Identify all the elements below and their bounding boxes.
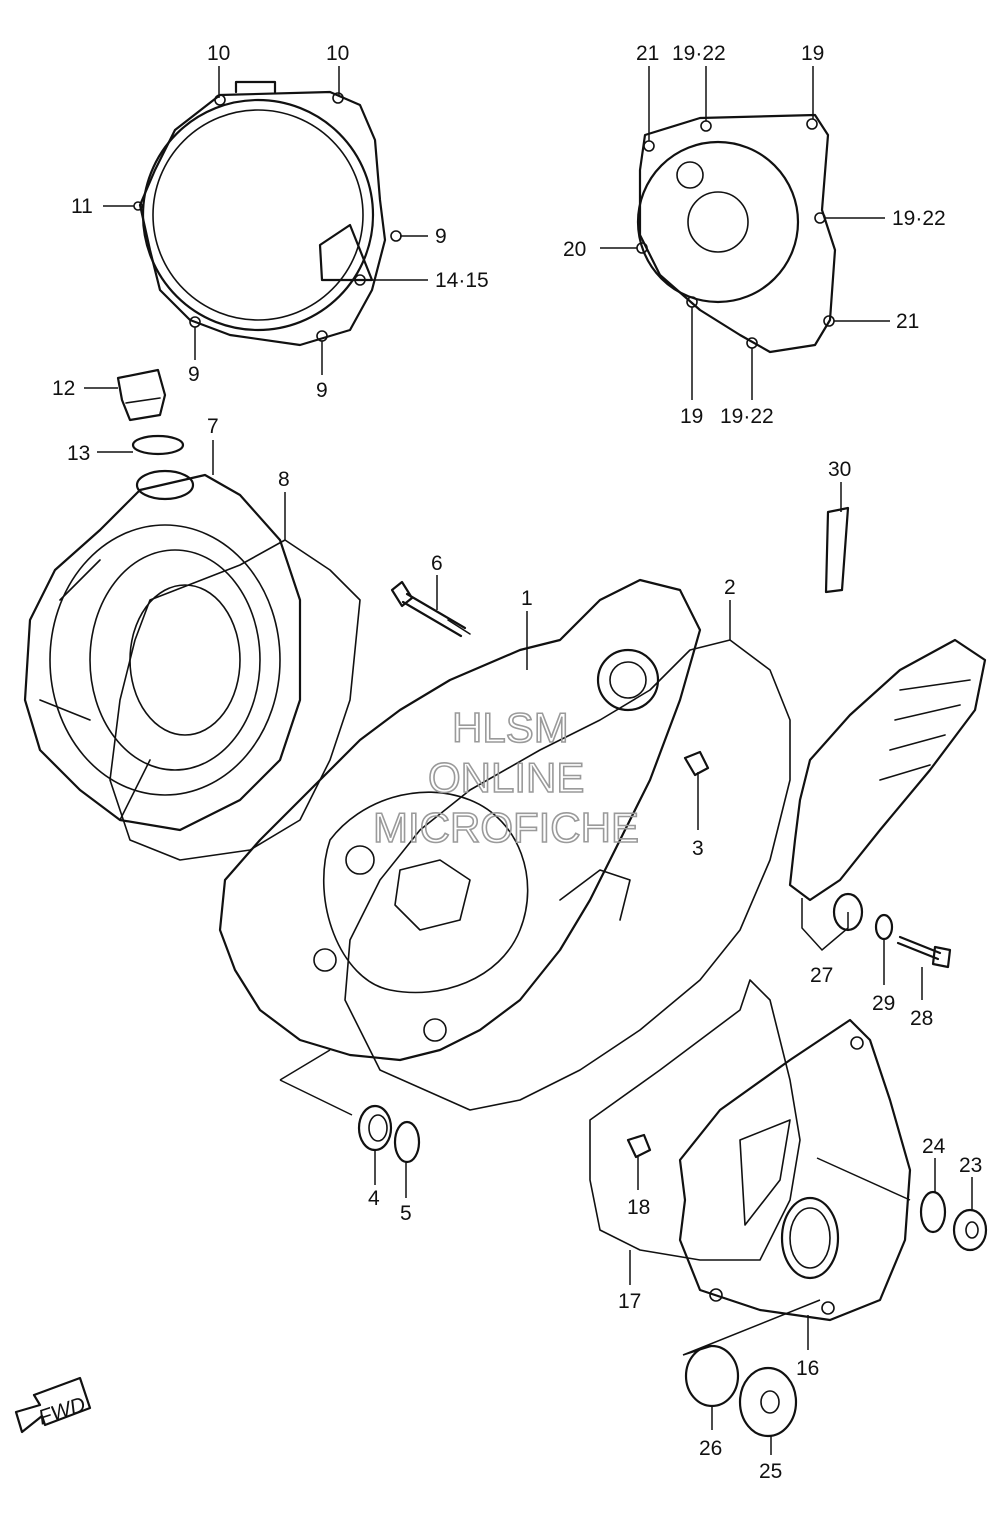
callout-19-22-bottom: 19·22 [720,405,774,428]
callout-20: 20 [563,238,586,261]
callout-14-15: 14·15 [435,269,489,292]
dowel-pin-18 [626,1133,652,1159]
callout-18: 18 [627,1196,650,1219]
callout-19-22-right: 19·22 [892,207,946,230]
callout-8: 8 [278,468,290,491]
callout-27: 27 [810,964,833,987]
callout-9-right: 9 [435,225,447,248]
sprocket-cover [788,638,987,902]
callout-1: 1 [521,587,533,610]
o-ring-26 [684,1344,740,1408]
callout-4: 4 [368,1187,380,1210]
callout-23: 23 [959,1154,982,1177]
callout-12: 12 [52,377,75,400]
leader-lines [84,66,973,1455]
crankcase [218,578,702,1062]
callout-3: 3 [692,837,704,860]
callout-10-right: 10 [326,42,349,65]
fwd-arrow [14,1376,92,1434]
bolt-6 [390,580,471,638]
callout-17: 17 [618,1290,641,1313]
callout-19-top: 19 [801,42,824,65]
callout-16: 16 [796,1357,819,1380]
dowel-pin-3 [683,750,710,777]
clutch-cover-outer [133,80,402,347]
callout-11: 11 [71,195,93,218]
clutch-cover-gasket [109,539,361,861]
callout-5: 5 [400,1202,412,1225]
generator-cover-gasket [589,979,801,1261]
callout-9-bottom-left: 9 [188,363,200,386]
callout-9-bottom-right: 9 [316,379,328,402]
callout-29: 29 [872,992,895,1015]
oil-seal-4 [357,1104,393,1152]
crankcase-gasket [344,639,791,1111]
oil-filler-cap [116,368,167,422]
plug-23 [952,1208,988,1252]
bolt-28 [896,935,952,969]
callout-30: 30 [828,458,851,481]
callout-13: 13 [67,442,90,465]
callout-7: 7 [207,415,219,438]
watermark: HLSM ONLINE MICROFICHE [372,703,640,852]
watermark-line-2: ONLINE [428,754,584,801]
callout-28: 28 [910,1007,933,1030]
callout-19-bottom: 19 [680,405,703,428]
watermark-line-1: HLSM [452,704,569,751]
callout-19-22-top: 19·22 [672,42,726,65]
callout-21-top: 21 [636,42,659,65]
o-ring-24 [919,1190,947,1234]
circlip-5 [393,1120,421,1164]
washer-29 [874,913,894,941]
watermark-line-3: MICROFICHE [373,804,639,851]
callout-2: 2 [724,576,736,599]
fwd-label: FWD [36,1393,89,1430]
clutch-cover-inner [23,469,302,832]
callout-6: 6 [431,552,443,575]
o-ring-13 [131,434,185,456]
clamp-30 [824,506,850,594]
callout-labels: 10 10 11 9 14·15 9 9 21 19·22 19 19·22 2… [52,42,982,1483]
generator-cover [636,113,837,354]
callout-10-left: 10 [207,42,230,65]
generator-cover-lower [678,1018,912,1322]
callout-26: 26 [699,1437,722,1460]
spacer-27 [832,892,864,932]
callout-25: 25 [759,1460,782,1483]
callout-21-right: 21 [896,310,919,333]
callout-24: 24 [922,1135,946,1158]
plug-25 [738,1366,798,1438]
